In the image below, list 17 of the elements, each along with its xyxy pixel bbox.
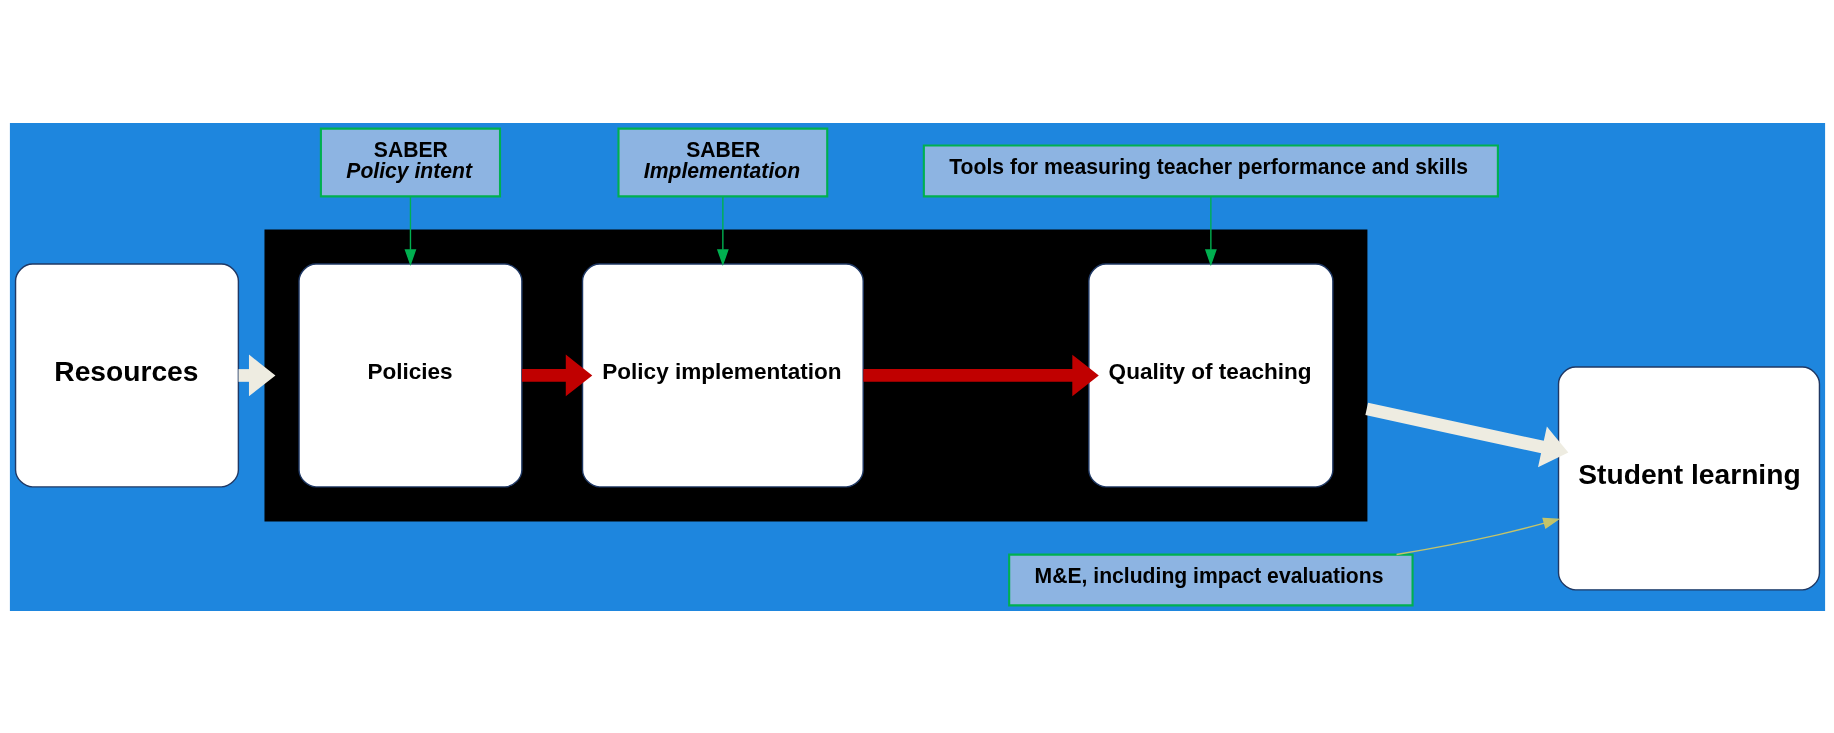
node-box: Policy implementation <box>581 262 864 488</box>
node-box: SABER Implementation <box>616 127 828 197</box>
arrow <box>404 195 416 266</box>
node-box: Resources <box>14 262 239 488</box>
node-box: Policies <box>297 262 523 488</box>
node-box: Student learning <box>1557 365 1820 591</box>
arrow <box>1364 402 1568 467</box>
node-box: Quality of teaching <box>1087 262 1334 488</box>
arrow <box>1395 517 1560 555</box>
arrow <box>716 195 729 266</box>
node-box: M&E, including impact evaluations <box>1007 553 1414 606</box>
arrow <box>862 354 1099 396</box>
cluster <box>264 229 1367 521</box>
arrow <box>521 354 592 396</box>
node-box: SABER Policy intent <box>319 127 501 197</box>
node-box: Tools for measuring teacher performance and skills <box>922 144 1499 197</box>
arrow <box>1204 195 1217 266</box>
